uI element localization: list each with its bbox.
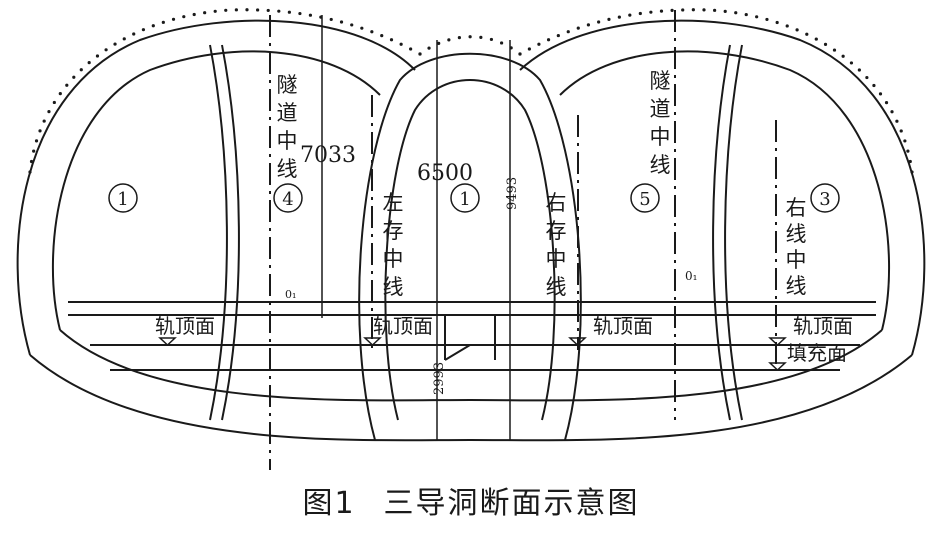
figure-number: 图1 <box>302 486 356 521</box>
tunnel-center-left-char: 线 <box>277 157 298 181</box>
right-line-char: 线 <box>786 274 807 298</box>
left-storage-char: 左 <box>383 191 404 215</box>
right-tunnel-outer <box>519 19 926 356</box>
center-tunnel-inner <box>384 79 556 421</box>
tunnel-center-right-char: 隧 <box>650 69 671 93</box>
right-storage-char: 线 <box>546 275 567 299</box>
o-left: 0₁ <box>285 288 296 301</box>
circle-1-left <box>108 183 138 213</box>
left-storage-char: 中 <box>383 247 404 271</box>
tunnel-center-left-char: 隧 <box>277 73 298 97</box>
figure-title: 三导洞断面示意图 <box>383 486 640 521</box>
left-temp-wall-2 <box>221 44 240 421</box>
dim-2993: 2993 <box>432 362 447 395</box>
tunnel-center-left-char: 中 <box>277 129 298 153</box>
dim-7033: 7033 <box>300 143 356 168</box>
left-storage-char: 线 <box>383 275 404 299</box>
fill-mark <box>768 362 787 372</box>
circle-3 <box>810 183 840 213</box>
circle-1-center <box>450 183 480 213</box>
right-storage-char: 右 <box>546 191 567 215</box>
rail-top-4: 轨顶面 <box>793 314 853 338</box>
left-temp-wall <box>209 44 228 421</box>
label-c5: 5 <box>639 189 650 210</box>
dim-6500: 6500 <box>417 161 473 186</box>
rail-top-2: 轨顶面 <box>373 314 433 338</box>
right-line-char: 线 <box>786 222 807 246</box>
rail-mark-1 <box>158 337 177 347</box>
tunnel-center-right-char: 线 <box>650 153 671 177</box>
bottom-outer-arch <box>29 354 913 442</box>
rail-mark-4 <box>768 337 787 347</box>
center-step-left <box>444 344 471 361</box>
left-storage-char: 存 <box>383 219 404 243</box>
bottom-inner-arch <box>59 329 883 402</box>
o-right: 0₁ <box>685 269 697 283</box>
right-tunnel-inner <box>559 50 891 331</box>
center-divider <box>444 314 496 360</box>
rock-bolt-dots <box>28 8 914 174</box>
label-c4: 4 <box>282 189 293 210</box>
rail-mark-3 <box>568 337 587 347</box>
tunnel-center-right-char: 中 <box>650 125 671 149</box>
right-storage-char: 存 <box>546 219 567 243</box>
tunnel-section-diagram: 1 4 1 5 3 7033 6500 9493 2993 0₁ 0₁ 轨顶面 … <box>16 8 926 470</box>
right-temp-wall <box>712 44 731 421</box>
label-c3: 3 <box>819 189 830 210</box>
rail-top-3: 轨顶面 <box>593 314 653 338</box>
right-line-char: 中 <box>786 248 807 272</box>
tunnel-center-right-char: 道 <box>650 97 671 121</box>
fill-surface: 填充面 <box>787 341 847 365</box>
circle-4 <box>273 183 303 213</box>
figure-caption: 图1 三导洞断面示意图 <box>0 478 942 522</box>
left-tunnel-outer <box>16 19 416 356</box>
right-line-char: 右 <box>786 196 807 220</box>
right-storage-char: 中 <box>546 247 567 271</box>
label-c1: 1 <box>117 189 128 210</box>
dim-9493: 9493 <box>505 177 520 210</box>
left-tunnel-inner <box>51 50 381 331</box>
circle-5 <box>630 183 660 213</box>
rail-mark-2 <box>363 337 382 347</box>
label-c1b: 1 <box>459 189 470 210</box>
right-temp-wall-2 <box>724 44 743 421</box>
center-tunnel-outer <box>358 52 582 441</box>
tunnel-center-left-char: 道 <box>277 101 298 125</box>
rail-top-1: 轨顶面 <box>155 314 215 338</box>
